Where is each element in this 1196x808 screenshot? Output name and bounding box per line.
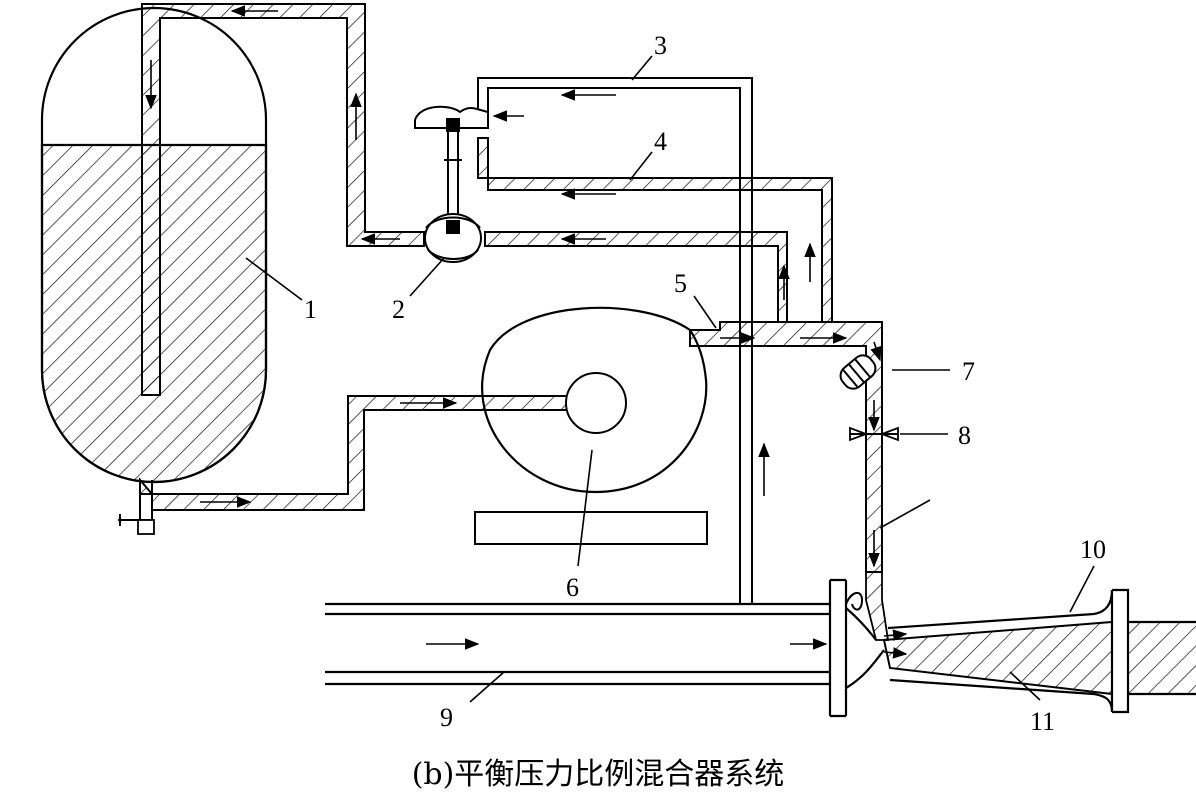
- label-11: 11: [1030, 707, 1055, 736]
- label-2: 2: [392, 295, 405, 324]
- label-1: 1: [304, 295, 317, 324]
- leader-lines: [245, 55, 1095, 703]
- component-labels: 1 2 3 4 5 6 7 8 9 10 11: [304, 31, 1106, 736]
- label-3: 3: [654, 31, 667, 60]
- main-water-pipe: [325, 578, 885, 718]
- label-4: 4: [654, 127, 667, 156]
- label-7: 7: [962, 357, 975, 386]
- balancing-valve: [414, 105, 489, 263]
- label-6: 6: [566, 573, 579, 602]
- diagram-caption: (b)平衡压力比例混合器系统: [412, 757, 785, 792]
- flow-arrows: [145, 5, 908, 659]
- foam-pump: [474, 306, 708, 545]
- label-5: 5: [674, 269, 687, 298]
- mixer-nozzle: [882, 588, 1196, 714]
- label-8: 8: [958, 421, 971, 450]
- label-9: 9: [440, 703, 453, 732]
- label-10: 10: [1080, 535, 1106, 564]
